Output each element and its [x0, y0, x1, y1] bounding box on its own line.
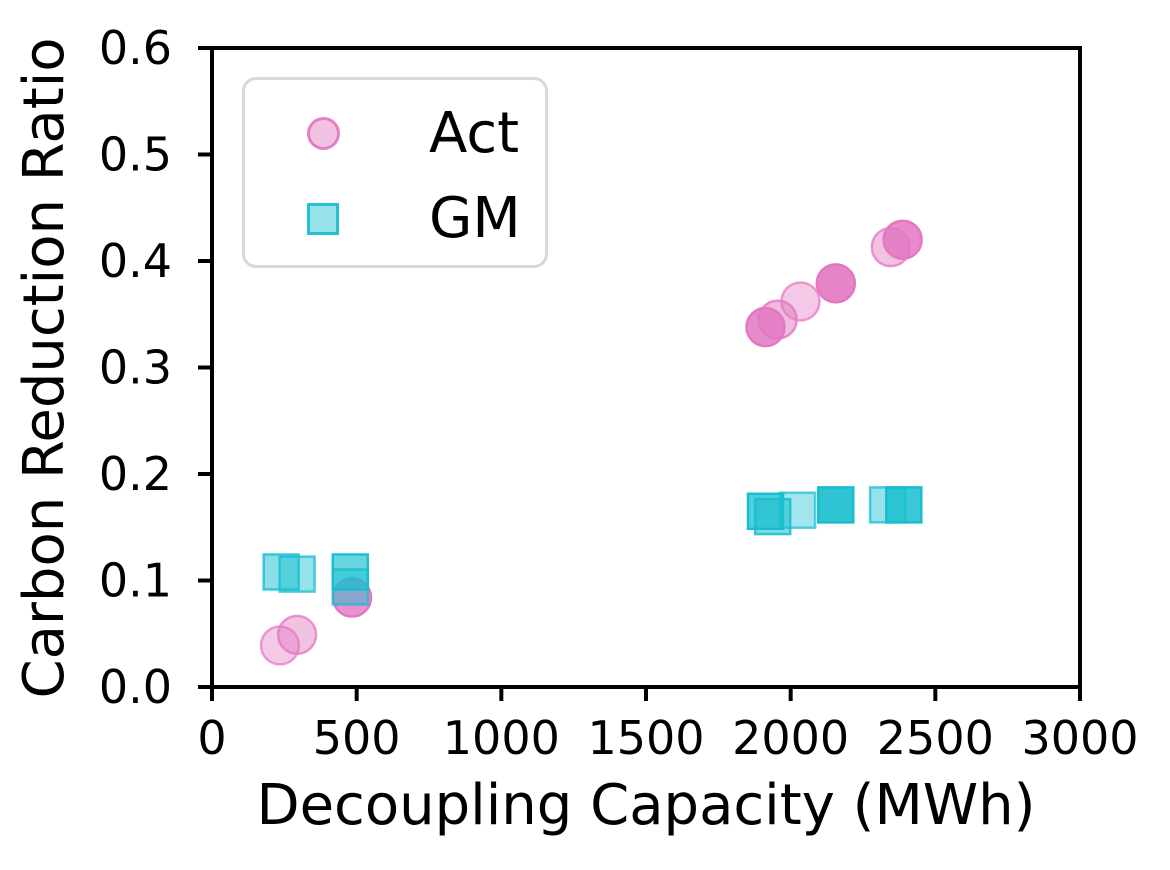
x-tick-label: 2500 [877, 711, 994, 765]
y-tick-label: 0.0 [99, 660, 172, 714]
scatter-point-act [882, 219, 923, 260]
scatter-point-gm [331, 568, 370, 606]
x-tick-label: 1000 [443, 711, 560, 765]
y-tick-label: 0.3 [99, 341, 172, 395]
scatter-point-act [276, 614, 318, 656]
scatter-point-act [780, 281, 821, 322]
y-axis-label: Carbon Reduction Ratio [12, 37, 77, 699]
act-marker-wrap [305, 117, 341, 150]
x-tick-label: 0 [197, 711, 226, 765]
legend-item-gm: GM [245, 176, 545, 261]
scatter-point-gm [262, 553, 300, 591]
scatter-point-gm [278, 555, 316, 593]
gm-marker-wrap [305, 202, 341, 235]
x-tick-label: 2000 [732, 711, 849, 765]
gm-square-marker-icon [307, 202, 339, 235]
x-tick-label: 3000 [1021, 711, 1138, 765]
legend-label-gm: GM [429, 185, 521, 251]
scatter-point-gm [817, 486, 855, 524]
x-tick-label: 1500 [587, 711, 704, 765]
x-tick-label: 500 [313, 711, 401, 765]
y-tick-label: 0.2 [99, 447, 172, 501]
y-tick-label: 0.6 [99, 21, 172, 75]
scatter-point-act [815, 263, 857, 304]
y-tick-label: 0.5 [99, 128, 172, 182]
y-tick-label: 0.1 [99, 554, 172, 608]
legend-label-act: Act [429, 100, 520, 166]
axes-spines [210, 46, 1082, 689]
scatter-point-gm [778, 491, 817, 529]
legend: Act GM [242, 77, 548, 268]
act-circle-marker-icon [306, 117, 340, 150]
y-tick-label: 0.4 [99, 234, 172, 288]
legend-item-act: Act [245, 91, 545, 176]
x-axis-label: Decoupling Capacity (MWh) [256, 773, 1036, 838]
scatter-point-gm [885, 486, 923, 524]
